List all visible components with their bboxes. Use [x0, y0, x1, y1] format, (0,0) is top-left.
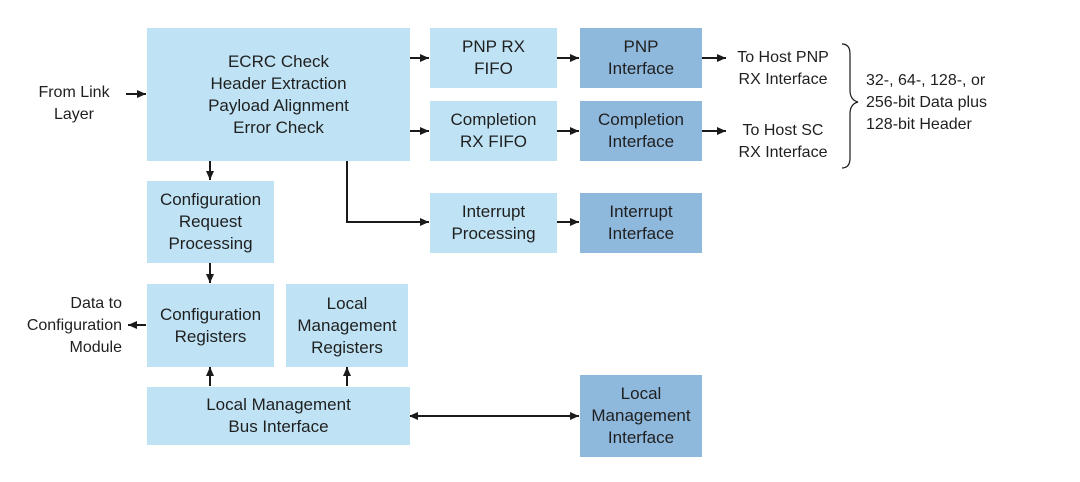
- local-mgmt-bus-line-1: Local Management: [206, 395, 351, 414]
- interrupt-processing-block: Interrupt Processing: [430, 193, 557, 253]
- to-host-sc-line-1: To Host SC: [742, 122, 824, 139]
- local-management-interface-block: Local Management Interface: [580, 375, 702, 457]
- data-to-config-line-1: Data to: [70, 295, 122, 312]
- to-host-sc-rx-interface-label: To Host SC RX Interface: [728, 120, 838, 164]
- completion-fifo-line-1: Completion: [450, 110, 537, 129]
- pnp-interface-block: PNP Interface: [580, 28, 702, 88]
- ecrc-line-3: Payload Alignment: [208, 95, 349, 115]
- data-to-configuration-module-label: Data to Configuration Module: [8, 293, 122, 359]
- completion-interface-line-1: Completion: [598, 110, 684, 129]
- config-registers-line-2: Registers: [174, 326, 247, 346]
- completion-rx-fifo-block: Completion RX FIFO: [430, 101, 557, 161]
- interrupt-interface-block: Interrupt Interface: [580, 193, 702, 253]
- arrow-ecrc-to-interrupt: [346, 161, 429, 226]
- local-management-bus-interface-block: Local Management Bus Interface: [147, 387, 410, 445]
- data-to-config-line-2: Configuration: [26, 317, 122, 334]
- to-host-pnp-rx-interface-label: To Host PNP RX Interface: [728, 47, 838, 91]
- pnp-fifo-line-1: PNP RX: [462, 37, 525, 56]
- config-request-line-2: Request: [178, 212, 243, 231]
- config-registers-line-1: Configuration: [159, 304, 262, 324]
- data-width-note-label: 32-, 64-, 128-, or 256-bit Data plus 128…: [866, 70, 1016, 136]
- data-width-line-3: 128-bit Header: [866, 116, 972, 133]
- local-management-registers-block: Local Management Registers: [286, 284, 408, 367]
- config-request-line-3: Processing: [168, 234, 253, 253]
- configuration-request-processing-block: Configuration Request Processing: [147, 181, 274, 263]
- completion-fifo-line-2: RX FIFO: [459, 132, 528, 151]
- local-mgmt-registers-line-3: Registers: [311, 337, 383, 357]
- pnp-interface-line-2: Interface: [607, 59, 675, 78]
- to-host-pnp-line-2: RX Interface: [738, 71, 828, 88]
- data-width-line-2: 256-bit Data plus: [866, 94, 987, 111]
- interrupt-processing-line-2: Processing: [451, 224, 536, 243]
- from-link-line-1: From Link: [38, 84, 110, 101]
- completion-interface-line-2: Interface: [607, 132, 675, 151]
- data-to-config-line-3: Module: [69, 339, 122, 356]
- ecrc-line-4: Error Check: [233, 117, 324, 137]
- interrupt-interface-line-1: Interrupt: [609, 202, 673, 221]
- from-link-layer-label: From Link Layer: [26, 82, 122, 126]
- config-request-line-1: Configuration: [159, 190, 262, 209]
- pnp-fifo-line-2: FIFO: [474, 59, 513, 78]
- local-mgmt-bus-line-2: Bus Interface: [228, 417, 329, 436]
- pnp-interface-line-1: PNP: [623, 37, 659, 56]
- local-mgmt-registers-line-1: Local: [326, 293, 368, 313]
- ecrc-line-2: Header Extraction: [210, 73, 347, 93]
- to-host-pnp-line-1: To Host PNP: [737, 49, 829, 66]
- configuration-registers-block: Configuration Registers: [147, 284, 274, 367]
- ecrc-header-extraction-block: ECRC Check Header Extraction Payload Ali…: [147, 28, 410, 161]
- local-mgmt-interface-line-1: Local: [620, 384, 662, 403]
- data-width-line-1: 32-, 64-, 128-, or: [866, 72, 986, 89]
- ecrc-line-1: ECRC Check: [227, 51, 330, 71]
- interrupt-interface-line-2: Interface: [607, 224, 675, 243]
- interrupt-processing-line-1: Interrupt: [461, 202, 526, 221]
- completion-interface-block: Completion Interface: [580, 101, 702, 161]
- from-link-line-2: Layer: [53, 106, 95, 123]
- pnp-rx-fifo-block: PNP RX FIFO: [430, 28, 557, 88]
- to-host-sc-line-2: RX Interface: [738, 144, 828, 161]
- curly-brace: [841, 43, 859, 169]
- local-mgmt-interface-line-2: Management: [591, 406, 691, 425]
- local-mgmt-registers-line-2: Management: [297, 315, 397, 335]
- local-mgmt-interface-line-3: Interface: [607, 428, 675, 447]
